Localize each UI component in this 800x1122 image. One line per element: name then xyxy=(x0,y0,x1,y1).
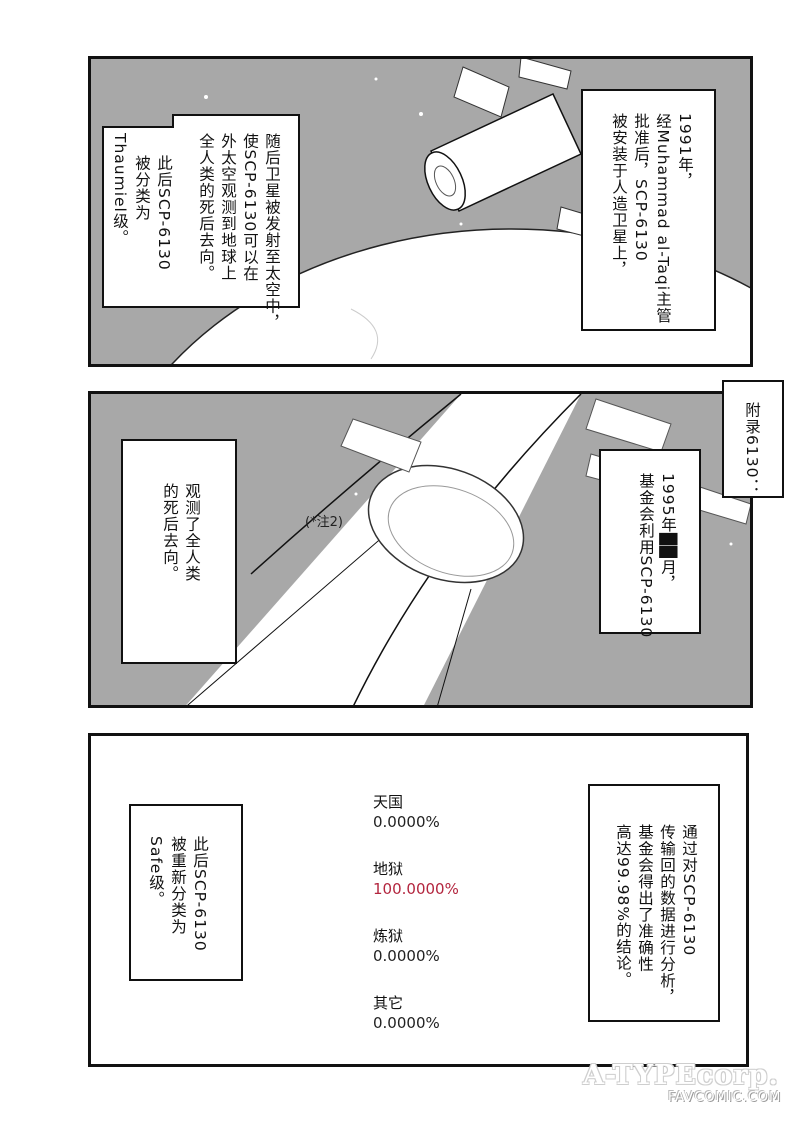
caption-line: 此后SCP-6130 xyxy=(191,836,209,952)
satellite-closeup-illustration xyxy=(186,394,750,705)
stat-label-heaven: 天国 xyxy=(373,793,404,811)
caption-line: 被重新分类为 xyxy=(169,836,187,935)
stat-value-heaven: 0.0000% xyxy=(373,813,440,831)
stat-label-purgatory: 炼狱 xyxy=(373,927,404,945)
caption-box-1995: 1995年██月， 基金会利用SCP-6130 xyxy=(599,449,701,638)
caption-line: 1991年， xyxy=(676,113,694,190)
caption-line: Safe级。 xyxy=(147,836,165,908)
caption-line: 被安装于人造卫星上， xyxy=(610,113,628,278)
footnote-marker: (*注2) xyxy=(305,515,343,530)
caption-spacer xyxy=(175,133,195,331)
caption-line: 被分类为 xyxy=(133,155,151,221)
caption-line: 全人类的死后去向。 xyxy=(197,133,215,282)
caption-line: 传输回的数据进行分析， xyxy=(658,824,676,1006)
caption-line: 外太空观测到地球上 xyxy=(219,133,237,282)
stat-value-purgatory: 0.0000% xyxy=(373,947,440,965)
caption-box-thaumiel: 随后卫星被发射至太空中， 使SCP-6130可以在 外太空观测到地球上 全人类的… xyxy=(101,113,301,331)
caption-line: 1995年██月， xyxy=(659,473,677,592)
caption-box-analysis: 通过对SCP-6130 传输回的数据进行分析， 基金会得出了准确性 高达99.9… xyxy=(588,784,720,1022)
caption-line: 基金会得出了准确性 xyxy=(636,824,654,973)
caption-stepped-border xyxy=(102,114,300,308)
caption-line: 观测了全人类 xyxy=(183,483,201,582)
caption-box-1991: 1991年， 经Muhammad al-Taqi主管 批准后，SCP-6130 … xyxy=(581,89,716,331)
appendix-label: 附录6130： xyxy=(743,402,761,495)
stat-value-other: 0.0000% xyxy=(373,1014,440,1032)
caption-line: 使SCP-6130可以在 xyxy=(241,133,259,282)
caption-line: 通过对SCP-6130 xyxy=(680,824,698,957)
appendix-tag: 附录6130： xyxy=(722,380,784,498)
caption-line: 的死后去向。 xyxy=(161,483,179,582)
panel-2-observation: 观测了全人类 的死后去向。 (*注2) 1995年██月， 基金会利用SCP-6… xyxy=(88,391,753,708)
caption-line: 此后SCP-6130 xyxy=(155,155,173,271)
stat-value-hell: 100.0000% xyxy=(373,880,459,898)
panel-3-results: 此后SCP-6130 被重新分类为 Safe级。 天国 0.0000% 地狱 1… xyxy=(88,733,749,1067)
caption-box-safe: 此后SCP-6130 被重新分类为 Safe级。 xyxy=(129,804,243,981)
caption-box-observed: 观测了全人类 的死后去向。 xyxy=(121,439,237,664)
stat-label-hell: 地狱 xyxy=(373,860,404,878)
caption-line: 批准后，SCP-6130 xyxy=(632,113,650,262)
caption-line: 基金会利用SCP-6130 xyxy=(637,473,655,639)
caption-line: 经Muhammad al-Taqi主管 xyxy=(654,113,672,325)
watermark-site: FAVCOMIC.COM xyxy=(668,1090,782,1105)
panel-1-satellite-launch: 1991年， 经Muhammad al-Taqi主管 批准后，SCP-6130 … xyxy=(88,56,753,367)
stat-label-other: 其它 xyxy=(373,994,404,1012)
caption-line: 高达99.98%的结论。 xyxy=(614,824,632,989)
caption-line: 随后卫星被发射至太空中， xyxy=(263,133,281,331)
watermark-brand: A-TYPEcorp. xyxy=(583,1060,779,1091)
caption-line: Thaumiel级。 xyxy=(111,133,129,246)
